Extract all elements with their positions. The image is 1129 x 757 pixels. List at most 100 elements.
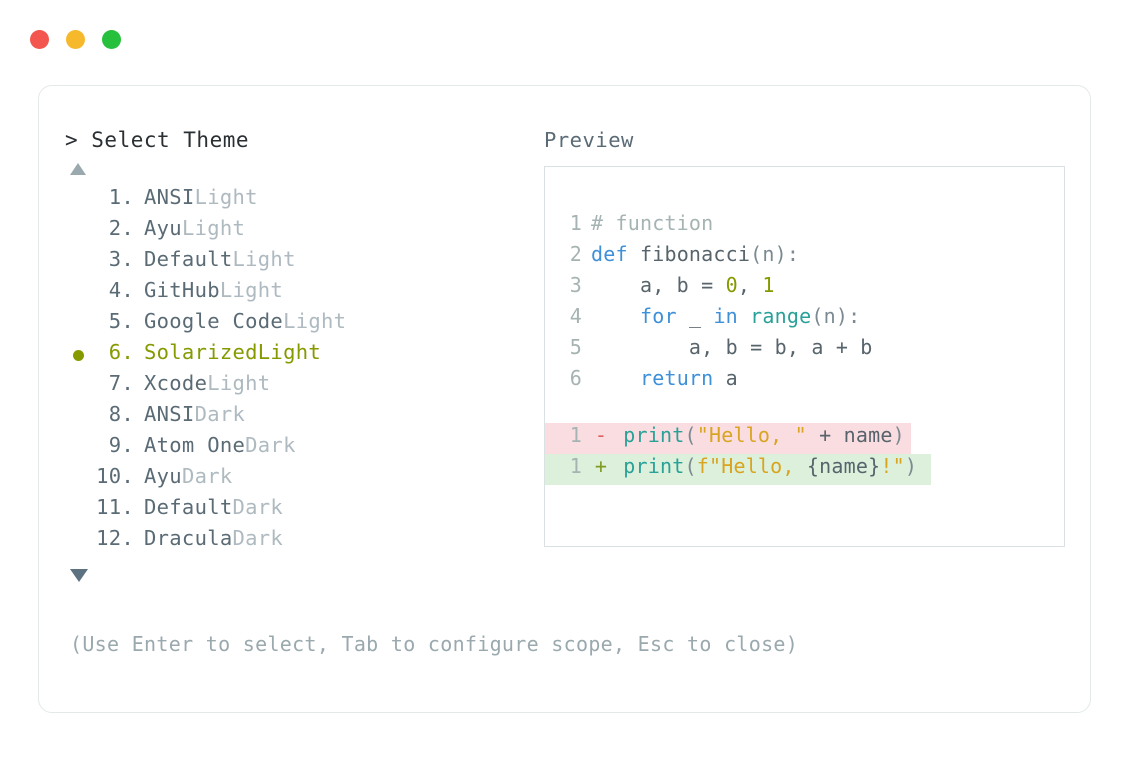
theme-list-item[interactable]: 4.GitHub Light xyxy=(65,278,535,309)
theme-item-variant: Light xyxy=(181,216,246,240)
theme-list-item[interactable]: 2.Ayu Light xyxy=(65,216,535,247)
close-window-button[interactable] xyxy=(30,30,49,49)
code-line: 6 return a xyxy=(545,366,1064,397)
code-line-content: a, b = 0, 1 xyxy=(591,273,775,297)
theme-item-number: 6. xyxy=(96,340,134,364)
theme-item-number: 7. xyxy=(96,371,134,395)
theme-item-name: Dracula xyxy=(144,526,233,550)
code-token: print xyxy=(623,423,685,447)
code-token: , xyxy=(737,273,763,297)
code-token: + xyxy=(806,423,844,447)
code-token: (n): xyxy=(750,242,800,266)
theme-item-variant: Light xyxy=(219,278,284,302)
theme-item-number: 1. xyxy=(96,185,134,209)
keyboard-hint: (Use Enter to select, Tab to configure s… xyxy=(70,632,799,656)
theme-item-variant: Light xyxy=(207,371,271,395)
diff-spacer xyxy=(545,397,1064,423)
theme-list-item[interactable]: 7.Xcode Light xyxy=(65,371,535,402)
diff-line-number: 1 xyxy=(569,454,582,478)
theme-item-name: Default xyxy=(144,495,233,519)
theme-list-item[interactable]: 11.Default Dark xyxy=(65,495,535,526)
code-token: a, b = b, a + b xyxy=(591,335,873,359)
theme-item-number: 10. xyxy=(96,464,134,488)
theme-item-name: Google Code xyxy=(144,309,284,333)
theme-list-item[interactable]: 6.Solarized Light xyxy=(65,340,535,371)
theme-list: 1.ANSI Light 2.Ayu Light 3.Default Light… xyxy=(65,185,535,557)
theme-item-name: GitHub xyxy=(144,278,220,302)
code-token xyxy=(738,304,750,328)
code-token: def xyxy=(591,242,640,266)
code-line: 1 # function xyxy=(545,211,1064,242)
code-token: return xyxy=(639,366,714,390)
code-token: ( xyxy=(684,454,697,478)
code-token: print xyxy=(623,454,685,478)
code-token: a, b = xyxy=(591,273,726,297)
theme-item-number: 11. xyxy=(96,495,134,519)
theme-item-variant: Dark xyxy=(194,402,246,426)
theme-item-number: 8. xyxy=(96,402,134,426)
line-number: 1 xyxy=(569,211,582,235)
theme-item-variant: Dark xyxy=(181,464,233,488)
code-token xyxy=(591,366,640,390)
line-number: 2 xyxy=(569,242,582,266)
code-token: !" xyxy=(880,454,905,478)
code-token: "Hello, xyxy=(708,454,807,478)
theme-item-variant: Light xyxy=(232,247,296,271)
diff-block: 1- print("Hello, " + name)1+ print(f"Hel… xyxy=(545,423,1064,485)
theme-item-number: 9. xyxy=(96,433,134,457)
theme-item-variant: Dark xyxy=(232,526,284,550)
theme-item-name: ANSI xyxy=(144,402,195,426)
code-token: name xyxy=(843,423,893,447)
theme-list-item[interactable]: 9.Atom One Dark xyxy=(65,433,535,464)
line-number: 5 xyxy=(569,335,582,359)
page-title: > Select Theme xyxy=(65,128,250,152)
theme-item-variant: Dark xyxy=(245,433,296,457)
theme-list-item[interactable]: 10.Ayu Dark xyxy=(65,464,535,495)
theme-list-item[interactable]: 8. ANSI Dark xyxy=(65,402,535,433)
theme-list-item[interactable]: 5.Google Code Light xyxy=(65,309,535,340)
code-line-content: for _ in range(n): xyxy=(591,304,860,328)
code-token: # function xyxy=(591,211,714,235)
line-number: 6 xyxy=(569,366,582,390)
code-line-content: # function xyxy=(591,211,713,235)
theme-item-name: Default xyxy=(144,247,233,271)
theme-list-item[interactable]: 1.ANSI Light xyxy=(65,185,535,216)
code-token: 0 xyxy=(725,273,738,297)
theme-item-number: 3. xyxy=(96,247,134,271)
line-number: 3 xyxy=(569,273,582,297)
code-line-content: def fibonacci(n): xyxy=(591,242,799,266)
code-line: 3 a, b = 0, 1 xyxy=(545,273,1064,304)
code-token: fibonacci xyxy=(639,242,751,266)
theme-item-number: 2. xyxy=(96,216,134,240)
code-line: 5 a, b = b, a + b xyxy=(545,335,1064,366)
theme-item-variant: Light xyxy=(194,185,258,209)
theme-item-variant: Light xyxy=(283,309,347,333)
triangle-down-icon[interactable] xyxy=(70,569,88,582)
code-token: {name} xyxy=(806,454,881,478)
code-token: (n): xyxy=(811,304,861,328)
code-token: _ xyxy=(676,304,714,328)
code-token: ) xyxy=(904,454,918,478)
code-line: 4 for _ in range(n): xyxy=(545,304,1064,335)
theme-item-number: 12. xyxy=(96,526,134,550)
code-token: "Hello, " xyxy=(696,423,807,447)
minimize-window-button[interactable] xyxy=(66,30,85,49)
code-line-content: a, b = b, a + b xyxy=(591,335,873,359)
code-token: range xyxy=(750,304,812,328)
code-token: 1 xyxy=(762,273,775,297)
line-number: 4 xyxy=(569,304,582,328)
code-line-content: return a xyxy=(591,366,738,390)
theme-list-item[interactable]: 12. Dracula Dark xyxy=(65,526,535,557)
code-token: a xyxy=(713,366,738,390)
preview-label: Preview xyxy=(544,128,634,152)
maximize-window-button[interactable] xyxy=(102,30,121,49)
triangle-up-icon[interactable] xyxy=(70,163,86,175)
window-titlebar xyxy=(30,30,121,49)
code-token: in xyxy=(713,304,738,328)
code-token xyxy=(591,304,640,328)
theme-picker-card: > Select Theme 1.ANSI Light 2.Ayu Light … xyxy=(38,85,1091,713)
theme-list-item[interactable]: 3. Default Light xyxy=(65,247,535,278)
